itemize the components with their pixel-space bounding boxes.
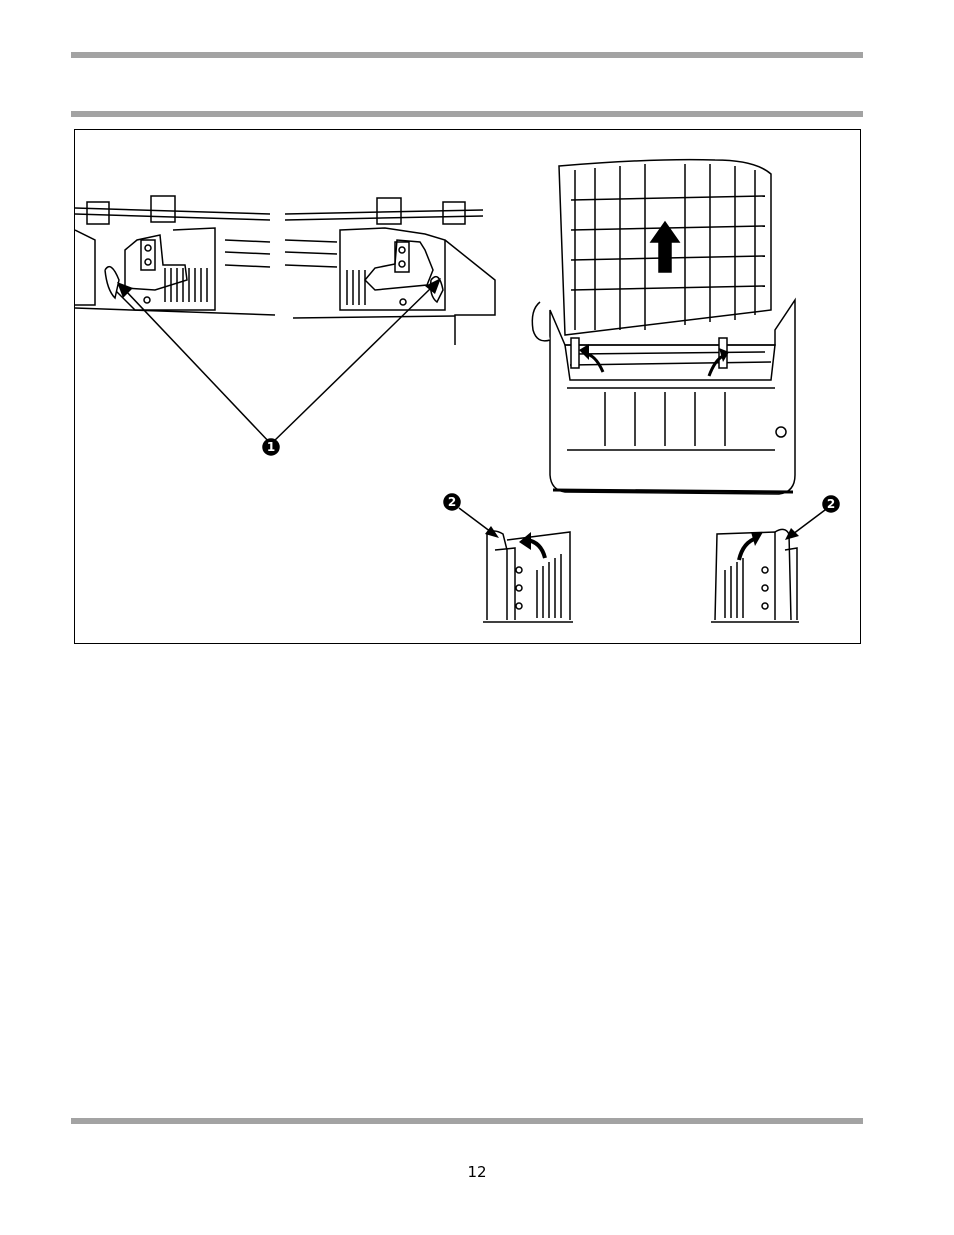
printer-drawing [532, 160, 795, 494]
bottom-right-tractor-detail [711, 529, 799, 622]
callout-1-badge: 1 [263, 439, 279, 455]
header-rule-bottom [71, 111, 863, 117]
svg-text:2: 2 [827, 497, 835, 511]
bottom-left-tractor-detail [483, 531, 573, 622]
callout-1-leaders [117, 278, 441, 444]
printer-illustration-figure: 1 [74, 129, 861, 644]
callout-2-badge-right: 2 [785, 496, 839, 540]
printer-illustration: 1 [75, 130, 860, 643]
page-number: 12 [0, 1163, 954, 1181]
left-tractor-detail [75, 196, 275, 315]
middle-tractor-detail [285, 198, 495, 345]
svg-text:2: 2 [448, 495, 456, 509]
svg-text:1: 1 [267, 440, 275, 454]
footer-rule [71, 1118, 863, 1124]
header-rule-top [71, 52, 863, 58]
